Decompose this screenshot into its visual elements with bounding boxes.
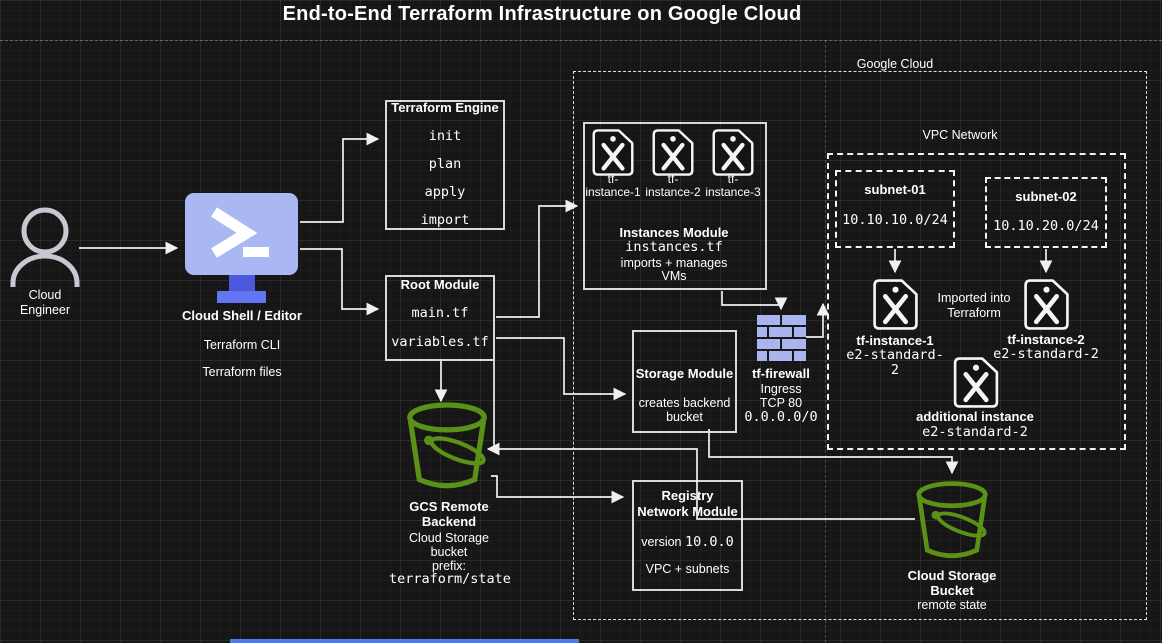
tf-instance-2-name: tf-instance-2 <box>1007 332 1085 347</box>
cloud-shell-monitor-icon <box>185 193 298 303</box>
imported-note-line2: Terraform <box>947 306 1001 320</box>
subnet-01-box <box>835 170 955 248</box>
gcs-backend-label-1: GCS Remote <box>409 499 489 514</box>
gcs-backend-label-2: Backend <box>421 514 477 529</box>
instances-module-title: Instances Module <box>619 225 729 240</box>
terraform-engine-title: Terraform Engine <box>391 100 499 115</box>
firewall-cidr: 0.0.0.0/0 <box>744 409 818 425</box>
page-guide-horizontal <box>0 40 1162 41</box>
cloud-shell-title: Cloud Shell / Editor <box>182 308 302 323</box>
gcs-backend-label-3: Cloud Storage <box>409 531 489 545</box>
edge-shell-to-engine <box>300 132 380 223</box>
tf-instance-1-type1: e2-standard- <box>846 347 944 363</box>
root-file-main: main.tf <box>411 305 469 321</box>
tf-instance-2-type: e2-standard-2 <box>993 346 1099 362</box>
additional-instance-name: additional instance <box>916 409 1034 424</box>
cloud-shell-line1: Terraform CLI <box>203 338 281 352</box>
tf-instance-1-type2: 2 <box>890 362 900 378</box>
gcs-backend-label-5: prefix: <box>431 559 467 573</box>
subnet-02-name: subnet-02 <box>1015 189 1077 204</box>
gcs-backend-label-4: bucket <box>430 545 468 559</box>
storage-module-desc2: bucket <box>666 410 703 424</box>
cloud-engineer-icon <box>10 207 80 287</box>
terraform-engine-box <box>385 100 505 230</box>
firewall-title: tf-firewall <box>752 366 810 381</box>
edge-root-to-instances <box>496 199 579 318</box>
storage-module-title: Storage Module <box>635 366 734 381</box>
instances-module-desc1: imports + manages <box>620 256 728 270</box>
registry-version-label: version <box>641 535 682 549</box>
vpc-network-label: VPC Network <box>922 128 998 142</box>
edge-shell-to-root <box>300 248 380 316</box>
registry-desc: VPC + subnets <box>645 562 730 576</box>
state-bucket-label-2: Bucket <box>930 583 974 598</box>
gcs-backend-bucket-icon <box>410 405 487 486</box>
cloud-engineer-label-2: Engineer <box>19 303 71 317</box>
cloud-engineer-label-1: Cloud <box>28 288 62 302</box>
gcs-backend-label-6: terraform/state <box>389 571 511 587</box>
state-bucket-label-1: Cloud Storage <box>907 568 997 583</box>
cloud-shell-line2: Terraform files <box>202 365 282 379</box>
firewall-port: TCP 80 <box>759 396 803 410</box>
registry-version-value: 10.0.0 <box>685 534 734 550</box>
google-cloud-label: Google Cloud <box>856 57 934 71</box>
tf-instance-1-name: tf-instance-1 <box>856 333 934 348</box>
root-file-variables: variables.tf <box>391 334 489 350</box>
vm-file-1-label-2: instance-1 <box>585 185 641 199</box>
engine-cmd-import: import <box>420 212 470 228</box>
bottom-blue-strip <box>230 639 579 643</box>
subnet-01-cidr: 10.10.10.0/24 <box>842 212 948 228</box>
storage-module-desc1: creates backend <box>638 396 731 410</box>
state-bucket-label-3: remote state <box>917 598 987 612</box>
subnet-02-cidr: 10.10.20.0/24 <box>993 218 1099 234</box>
vm-file-1-label-1: tf- <box>607 172 619 186</box>
engine-cmd-init: init <box>428 128 462 144</box>
additional-instance-type: e2-standard-2 <box>922 424 1028 440</box>
storage-module-box <box>632 330 737 433</box>
engine-cmd-plan: plan <box>428 156 462 172</box>
vm-file-2-label-1: tf- <box>667 172 679 186</box>
diagram-title: End-to-End Terraform Infrastructure on G… <box>282 3 802 25</box>
root-module-title: Root Module <box>400 277 480 292</box>
subnet-02-box <box>985 177 1107 248</box>
imported-note-line1: Imported into <box>937 291 1011 305</box>
registry-version-line: version 10.0.0 <box>624 534 751 551</box>
root-module-box <box>385 275 495 361</box>
vm-file-3-label-1: tf- <box>727 172 739 186</box>
vpc-network-container <box>827 153 1126 450</box>
instances-module-desc2: VMs <box>661 269 687 283</box>
engine-cmd-apply: apply <box>424 184 466 200</box>
registry-title-line2: Network Module <box>637 504 738 519</box>
firewall-ingress: Ingress <box>760 382 802 396</box>
instances-module-file: instances.tf <box>625 239 723 255</box>
vm-file-3-label-2: instance-3 <box>705 185 761 199</box>
registry-title-line1: Registry <box>661 488 714 503</box>
instances-module-box <box>583 122 767 290</box>
subnet-01-name: subnet-01 <box>864 182 926 197</box>
vm-file-2-label-2: instance-2 <box>645 185 701 199</box>
